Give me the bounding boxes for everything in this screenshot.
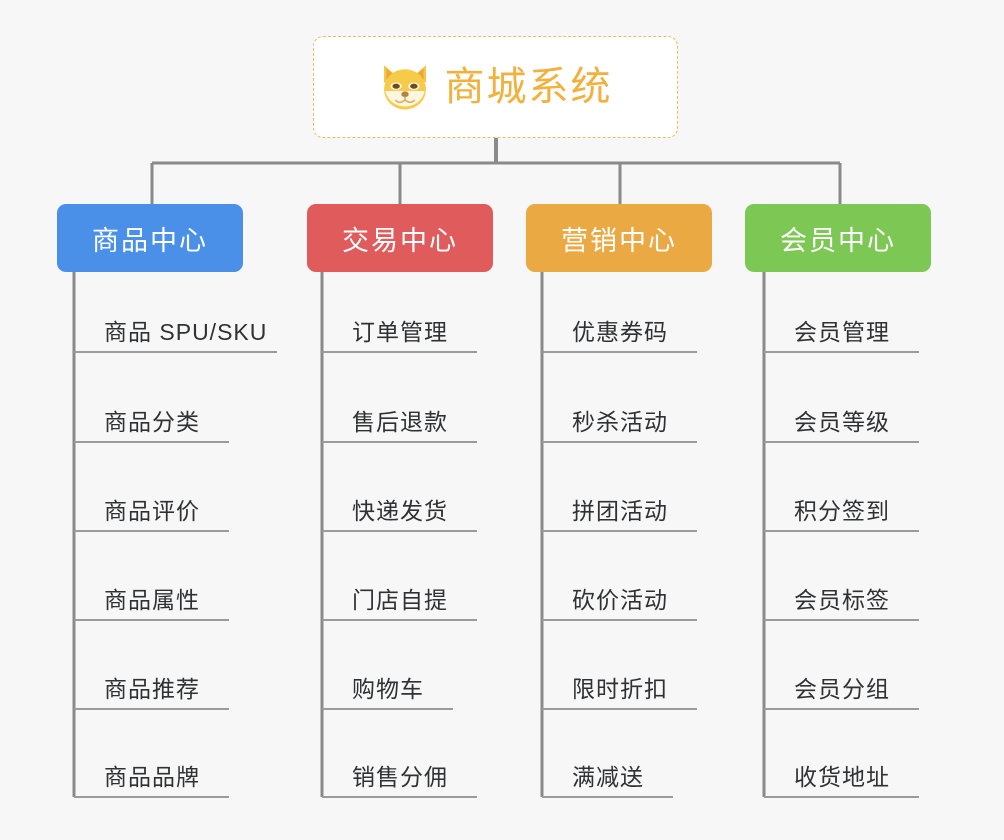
leaf-label: 商品评价 xyxy=(104,498,200,524)
leaf-item[interactable]: 秒杀活动 xyxy=(542,409,697,443)
leaf-underline xyxy=(322,441,477,443)
category-box-1[interactable]: 商品中心 xyxy=(57,204,243,272)
category-label: 商品中心 xyxy=(92,225,208,256)
leaf-label: 商品分类 xyxy=(104,409,200,435)
leaf-label: 优惠券码 xyxy=(572,319,668,345)
leaf-item[interactable]: 商品品牌 xyxy=(74,764,229,798)
leaf-label: 会员标签 xyxy=(794,587,890,613)
leaf-item[interactable]: 售后退款 xyxy=(322,409,477,443)
leaf-label: 会员等级 xyxy=(794,409,890,435)
leaf-underline xyxy=(74,708,229,710)
leaf-item[interactable]: 商品分类 xyxy=(74,409,229,443)
leaf-underline xyxy=(322,796,477,798)
leaf-label: 门店自提 xyxy=(352,587,448,613)
leaf-underline xyxy=(74,619,229,621)
leaf-underline xyxy=(764,708,919,710)
leaf-item[interactable]: 拼团活动 xyxy=(542,498,697,532)
leaf-item[interactable]: 优惠券码 xyxy=(542,319,697,353)
root-title: 商城系统 xyxy=(444,65,613,109)
leaf-label: 商品品牌 xyxy=(104,764,200,790)
leaf-underline xyxy=(764,351,919,353)
root-node[interactable]: 商城系统 xyxy=(313,36,678,138)
leaf-item[interactable]: 满减送 xyxy=(542,764,673,798)
leaf-label: 会员管理 xyxy=(794,319,890,345)
leaf-item[interactable]: 砍价活动 xyxy=(542,587,697,621)
leaf-underline xyxy=(764,796,919,798)
leaf-underline xyxy=(764,530,919,532)
leaf-label: 收货地址 xyxy=(794,764,890,790)
leaf-underline xyxy=(542,351,697,353)
leaf-label: 秒杀活动 xyxy=(572,409,668,435)
leaf-item[interactable]: 积分签到 xyxy=(764,498,919,532)
leaf-item[interactable]: 会员标签 xyxy=(764,587,919,621)
leaf-underline xyxy=(542,708,697,710)
leaf-item[interactable]: 商品属性 xyxy=(74,587,229,621)
leaf-item[interactable]: 会员分组 xyxy=(764,676,919,710)
leaf-item[interactable]: 购物车 xyxy=(322,676,453,710)
leaf-item[interactable]: 销售分佣 xyxy=(322,764,477,798)
leaf-underline xyxy=(764,619,919,621)
leaf-label: 积分签到 xyxy=(794,498,890,524)
leaf-item[interactable]: 会员管理 xyxy=(764,319,919,353)
leaf-underline xyxy=(764,441,919,443)
leaf-label: 拼团活动 xyxy=(572,498,668,524)
category-box-3[interactable]: 营销中心 xyxy=(526,204,712,272)
leaf-underline xyxy=(542,619,697,621)
leaf-label: 商品属性 xyxy=(104,587,200,613)
leaf-label: 售后退款 xyxy=(352,409,448,435)
leaf-label: 会员分组 xyxy=(794,676,890,702)
leaf-item[interactable]: 商品 SPU/SKU xyxy=(74,319,277,353)
leaf-label: 限时折扣 xyxy=(572,676,668,702)
leaf-item[interactable]: 商品推荐 xyxy=(74,676,229,710)
leaf-underline xyxy=(322,619,477,621)
leaf-underline xyxy=(74,530,229,532)
category-label: 交易中心 xyxy=(342,225,458,256)
category-box-4[interactable]: 会员中心 xyxy=(745,204,931,272)
leaf-item[interactable]: 快递发货 xyxy=(322,498,477,532)
leaf-item[interactable]: 限时折扣 xyxy=(542,676,697,710)
leaf-item[interactable]: 收货地址 xyxy=(764,764,919,798)
leaf-item[interactable]: 商品评价 xyxy=(74,498,229,532)
leaf-underline xyxy=(542,796,673,798)
leaf-label: 购物车 xyxy=(352,676,424,702)
leaf-item[interactable]: 会员等级 xyxy=(764,409,919,443)
category-label: 营销中心 xyxy=(561,225,677,256)
category-box-2[interactable]: 交易中心 xyxy=(307,204,493,272)
leaf-underline xyxy=(322,708,453,710)
leaf-label: 销售分佣 xyxy=(352,764,448,790)
leaf-underline xyxy=(542,441,697,443)
leaf-label: 商品推荐 xyxy=(104,676,200,702)
leaf-underline xyxy=(322,530,477,532)
leaf-item[interactable]: 门店自提 xyxy=(322,587,477,621)
leaf-underline xyxy=(74,796,229,798)
category-label: 会员中心 xyxy=(780,225,896,256)
leaf-underline xyxy=(74,441,229,443)
leaf-underline xyxy=(322,351,477,353)
leaf-underline xyxy=(542,530,697,532)
leaf-label: 商品 SPU/SKU xyxy=(104,319,268,345)
dog-face-icon xyxy=(383,65,426,110)
leaf-underline xyxy=(74,351,277,353)
leaf-item[interactable]: 订单管理 xyxy=(322,319,477,353)
leaf-label: 快递发货 xyxy=(352,498,448,524)
leaf-label: 订单管理 xyxy=(352,319,448,345)
leaf-label: 满减送 xyxy=(572,764,644,790)
leaf-label: 砍价活动 xyxy=(572,587,668,613)
